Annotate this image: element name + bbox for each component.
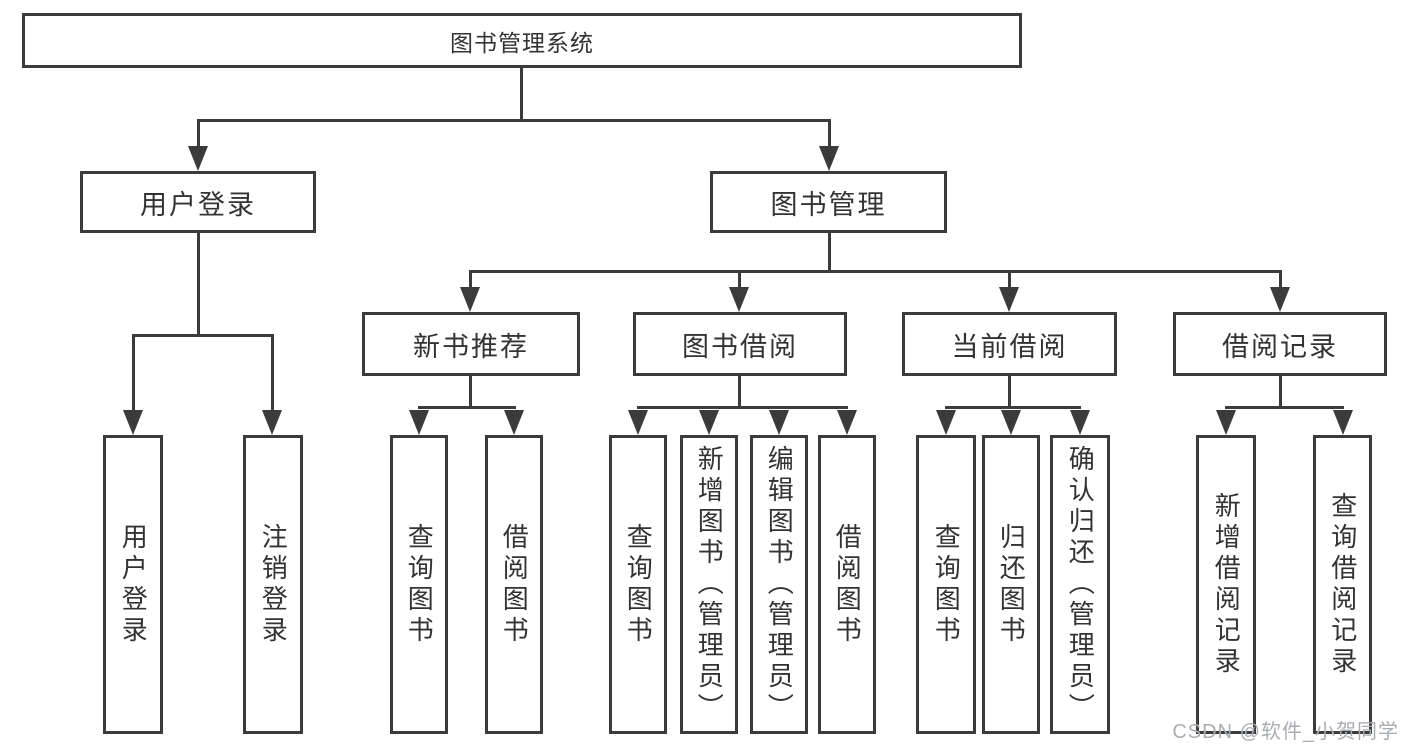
node-label: 查询图书 [404, 522, 435, 647]
connector-line [418, 406, 516, 409]
node-new-book-recommendation: 新书推荐 [362, 312, 580, 376]
leaf-logout: 注销登录 [243, 435, 303, 734]
leaf-borrow-books: 借阅图书 [818, 435, 876, 734]
node-label: 注销登录 [258, 522, 289, 647]
leaf-borrow-books: 借阅图书 [485, 435, 543, 734]
arrow-down-icon [262, 410, 282, 435]
connector-line [738, 376, 741, 409]
node-label: 图书管理 [770, 189, 887, 220]
connector-line [197, 119, 200, 149]
connector-line [132, 334, 135, 412]
leaf-add-borrowing-record: 新增借阅记录 [1196, 435, 1256, 734]
connector-line [271, 334, 274, 412]
node-borrowing-records: 借阅记录 [1173, 312, 1387, 376]
leaf-edit-book-admin: 编辑图书（管理员） [750, 435, 808, 734]
arrow-down-icon [729, 287, 749, 312]
arrow-down-icon [699, 410, 719, 435]
node-label: 图书管理系统 [450, 29, 594, 56]
node-current-borrowing: 当前借阅 [902, 312, 1117, 376]
node-label: 借阅图书 [832, 522, 863, 647]
node-label: 新增借阅记录 [1211, 491, 1242, 678]
leaf-query-books: 查询图书 [916, 435, 976, 734]
arrow-down-icon [123, 410, 143, 435]
node-label: 借阅记录 [1222, 331, 1338, 362]
leaf-query-borrowing-record: 查询借阅记录 [1313, 435, 1372, 734]
arrow-down-icon [837, 410, 857, 435]
leaf-add-book-admin: 新增图书（管理员） [680, 435, 738, 734]
arrow-down-icon [819, 146, 839, 171]
node-label: 用户登录 [118, 522, 149, 647]
connector-line [1279, 270, 1282, 290]
arrow-down-icon [409, 410, 429, 435]
arrow-down-icon [1333, 410, 1353, 435]
node-book-management: 图书管理 [710, 171, 947, 233]
node-book-borrowing: 图书借阅 [633, 312, 847, 376]
leaf-confirm-return-admin: 确认归还（管理员） [1050, 435, 1110, 734]
arrow-down-icon [188, 146, 208, 171]
node-label: 归还图书 [996, 522, 1027, 647]
node-label: 编辑图书（管理员） [764, 445, 795, 724]
node-label: 查询借阅记录 [1327, 491, 1358, 678]
connector-line [1279, 376, 1282, 409]
arrow-down-icon [460, 287, 480, 312]
leaf-return-books: 归还图书 [982, 435, 1040, 734]
node-label: 借阅图书 [499, 522, 530, 647]
node-label: 图书借阅 [682, 331, 798, 362]
connector-line [469, 270, 1282, 273]
arrow-down-icon [1070, 410, 1090, 435]
arrow-down-icon [769, 410, 789, 435]
node-label: 新增图书（管理员） [694, 445, 725, 724]
leaf-user-login: 用户登录 [103, 435, 163, 734]
connector-line [828, 233, 831, 273]
node-user-login: 用户登录 [80, 171, 316, 233]
connector-line [520, 68, 523, 120]
connector-line [945, 406, 1081, 409]
arrow-down-icon [1216, 410, 1236, 435]
node-label: 用户登录 [140, 189, 256, 220]
connector-line [637, 406, 848, 409]
connector-line [738, 270, 741, 290]
node-label: 新书推荐 [413, 331, 529, 362]
leaf-query-books: 查询图书 [609, 435, 667, 734]
connector-line [828, 119, 831, 149]
arrow-down-icon [628, 410, 648, 435]
arrow-down-icon [504, 410, 524, 435]
connector-line [132, 334, 274, 337]
connector-line [1008, 270, 1011, 290]
connector-line [1225, 406, 1344, 409]
node-library-management-system: 图书管理系统 [22, 13, 1022, 68]
connector-line [197, 119, 831, 122]
node-label: 确认归还（管理员） [1065, 445, 1096, 724]
arrow-down-icon [936, 410, 956, 435]
arrow-down-icon [1001, 410, 1021, 435]
watermark-text: CSDN @软件_小贺同学 [1172, 721, 1399, 743]
arrow-down-icon [999, 287, 1019, 312]
connector-line [469, 270, 472, 290]
leaf-query-books: 查询图书 [390, 435, 448, 734]
node-label: 当前借阅 [951, 331, 1068, 362]
connector-line [1008, 376, 1011, 409]
node-label: 查询图书 [931, 522, 962, 647]
node-label: 查询图书 [623, 522, 654, 647]
connector-line [469, 376, 472, 409]
connector-line [197, 233, 200, 336]
arrow-down-icon [1270, 287, 1290, 312]
